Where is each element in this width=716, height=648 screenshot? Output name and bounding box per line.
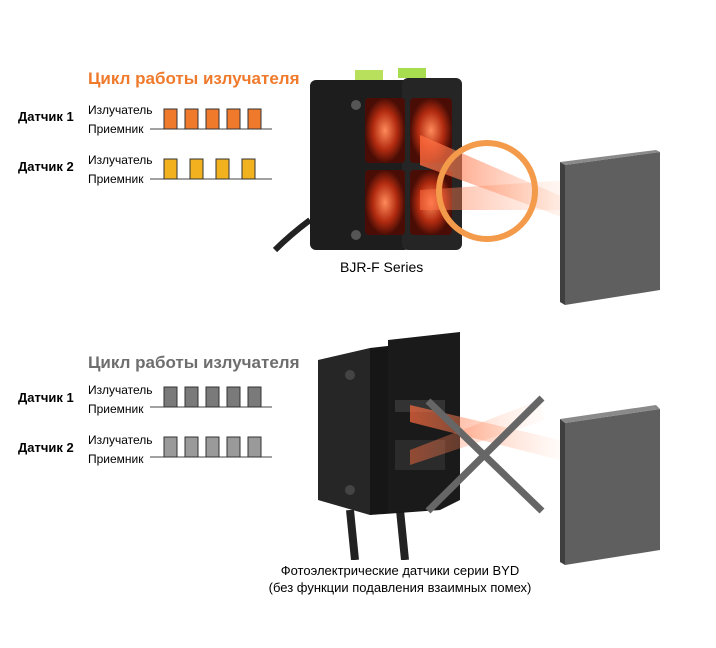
pulse [163, 436, 178, 458]
top-sensor2-emitter-label: Излучатель [88, 153, 153, 167]
bottom-caption-line1: Фотоэлектрические датчики серии BYD [280, 563, 520, 578]
bottom-sensor2-receiver-label: Приемник [88, 452, 144, 466]
top-sensor2-receiver-label: Приемник [88, 172, 144, 186]
pulse [226, 108, 241, 130]
pulse [215, 158, 230, 180]
bottom-caption-line2: (без функции подавления взаимных помех) [268, 580, 532, 595]
pulse [189, 158, 204, 180]
pulse [205, 436, 220, 458]
top-cycle-title: Цикл работы излучателя [88, 69, 300, 88]
top-product-caption: BJR-F Series [340, 259, 424, 275]
pulse [205, 108, 220, 130]
top-sensor1-receiver-label: Приемник [88, 122, 144, 136]
pulse [163, 108, 178, 130]
top-sensor2-label: Датчик 2 [18, 159, 74, 174]
bottom-target-object [560, 405, 660, 565]
pulse [226, 386, 241, 408]
top-sensor1-pulse-train [150, 108, 272, 130]
top-sensor1-label: Датчик 1 [18, 109, 74, 124]
pulse [241, 158, 256, 180]
bottom-sensor1-pulse-train [150, 386, 272, 408]
bottom-sensor1-label: Датчик 1 [18, 390, 74, 405]
pulse [163, 158, 178, 180]
bottom-sensor2-pulse-train [150, 436, 272, 458]
pulse [247, 436, 262, 458]
pulse [205, 386, 220, 408]
bottom-sensor1-receiver-label: Приемник [88, 402, 144, 416]
top-target-object [560, 150, 660, 305]
pulse [247, 386, 262, 408]
pulse [247, 108, 262, 130]
bottom-sensor2-emitter-label: Излучатель [88, 433, 153, 447]
pulse [226, 436, 241, 458]
highlight-circle [436, 140, 538, 242]
bottom-sensor1-emitter-label: Излучатель [88, 383, 153, 397]
bottom-cycle-title: Цикл работы излучателя [88, 353, 300, 372]
pulse [163, 386, 178, 408]
pulse [184, 108, 199, 130]
pulse [184, 386, 199, 408]
bottom-sensor2-label: Датчик 2 [18, 440, 74, 455]
top-sensor2-pulse-train [150, 158, 272, 180]
interference-cross-icon [425, 395, 545, 514]
pulse [184, 436, 199, 458]
top-sensor1-emitter-label: Излучатель [88, 103, 153, 117]
